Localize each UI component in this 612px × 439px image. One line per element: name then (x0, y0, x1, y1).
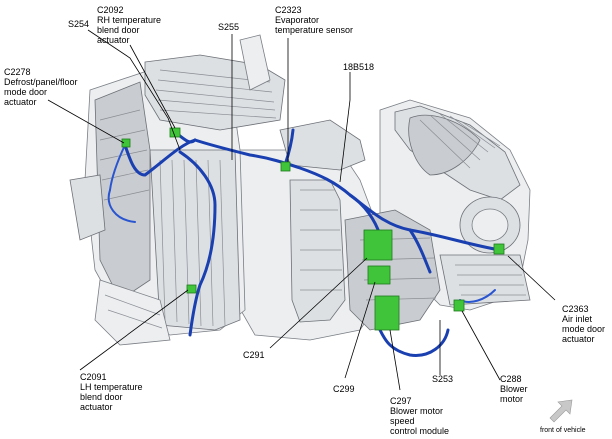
connector-c297 (374, 295, 400, 331)
connector-c288 (453, 299, 465, 312)
label-c291: C291 (243, 350, 265, 360)
front-of-vehicle-label: front of vehicle (540, 427, 586, 434)
connector-c2363 (493, 243, 505, 255)
label-c299: C299 (333, 384, 355, 394)
connectors (121, 127, 505, 331)
label-c297: C297 Blower motor speed control module (390, 396, 449, 436)
connector-c2278 (121, 138, 131, 148)
hvac-housing (69, 34, 531, 346)
label-c2091: C2091 LH temperature blend door actuator (80, 372, 145, 412)
callout-labels: S254 C2092 RH temperature blend door act… (4, 5, 608, 436)
direction-arrow-icon (549, 399, 573, 423)
connector-c291 (363, 229, 393, 261)
label-c2323: C2323 Evaporator temperature sensor (275, 5, 353, 35)
label-c2278: C2278 Defrost/panel/floor mode door actu… (4, 67, 80, 107)
connector-c299 (367, 265, 391, 285)
label-s254: S254 (68, 19, 89, 29)
label-c2092: C2092 RH temperature blend door actuator (97, 5, 164, 45)
front-of-vehicle-indicator: front of vehicle (540, 399, 586, 434)
leader-lines (47, 29, 556, 391)
label-c2363: C2363 Air inlet mode door actuator (562, 304, 608, 344)
label-c288: C288 Blower motor (500, 374, 530, 404)
label-s253: S253 (432, 374, 453, 384)
connector-c2323 (280, 161, 291, 172)
label-s255: S255 (218, 22, 239, 32)
connector-c2091 (186, 284, 197, 294)
label-18b518: 18B518 (343, 62, 374, 72)
